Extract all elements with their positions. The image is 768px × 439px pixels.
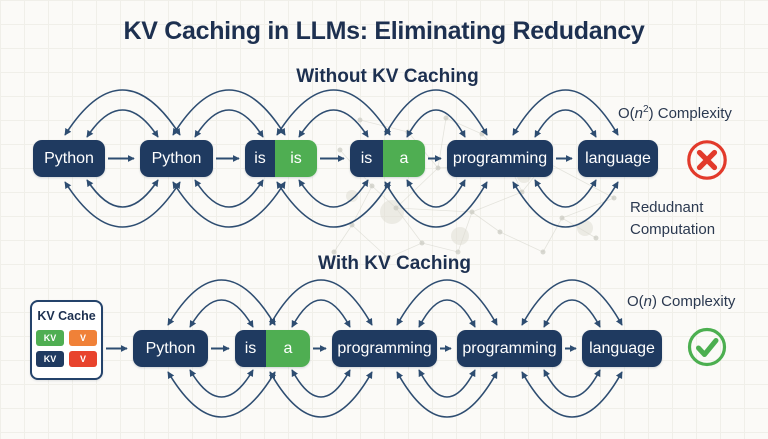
- complexity-suffix: ) Complexity: [652, 293, 736, 310]
- complexity-prefix: O(: [627, 293, 644, 310]
- complexity-variable: n: [634, 105, 644, 122]
- complexity-prefix: O(: [618, 105, 635, 122]
- token-is-a: is a: [235, 330, 310, 367]
- token-is-is: is is: [245, 140, 317, 177]
- token-programming: programming: [457, 330, 562, 367]
- token-python: Python: [140, 140, 213, 177]
- complexity-label-quadratic: O(n2) Complexity: [618, 104, 732, 122]
- token-segment: is: [350, 140, 383, 177]
- kv-cache-cell: V: [69, 351, 97, 367]
- token-segment: Python: [33, 140, 105, 177]
- token-python: Python: [133, 330, 208, 367]
- token-segment: language: [582, 330, 662, 367]
- token-segment: Python: [133, 330, 208, 367]
- kv-cache-cell: KV: [36, 330, 64, 346]
- token-is-a: is a: [350, 140, 425, 177]
- token-programming: programming: [447, 140, 553, 177]
- token-language: language: [582, 330, 662, 367]
- section-heading-with: With KV Caching: [318, 253, 471, 274]
- token-programming: programming: [332, 330, 437, 367]
- token-segment: programming: [332, 330, 437, 367]
- token-segment: is: [275, 140, 317, 177]
- token-segment: a: [383, 140, 425, 177]
- token-segment: language: [578, 140, 658, 177]
- token-language: language: [578, 140, 658, 177]
- complexity-label-linear: O(n) Complexity: [627, 292, 735, 310]
- redundant-computation-note: Redudnant Computation: [630, 199, 716, 238]
- token-segment: a: [266, 330, 310, 367]
- complexity-superscript: 2: [643, 104, 649, 115]
- complexity-suffix: ) Complexity: [648, 105, 732, 122]
- success-check-icon: [687, 327, 727, 367]
- kv-cache-box: KV Cache KV V KV V: [30, 300, 103, 380]
- token-segment: programming: [447, 140, 553, 177]
- token-segment: is: [245, 140, 275, 177]
- kv-cache-cell: V: [69, 330, 97, 346]
- section-heading-without: Without KV Caching: [296, 66, 479, 87]
- token-python: Python: [33, 140, 105, 177]
- page-title: KV Caching in LLMs: Eliminating Redudanc…: [123, 17, 645, 45]
- kv-cache-cell: KV: [36, 351, 64, 367]
- token-segment: programming: [457, 330, 562, 367]
- token-segment: Python: [140, 140, 213, 177]
- token-segment: is: [235, 330, 266, 367]
- kv-cache-grid: KV V KV V: [36, 330, 97, 367]
- kv-cache-title: KV Cache: [37, 309, 96, 323]
- error-cross-icon: [687, 140, 727, 180]
- complexity-variable: n: [643, 293, 653, 310]
